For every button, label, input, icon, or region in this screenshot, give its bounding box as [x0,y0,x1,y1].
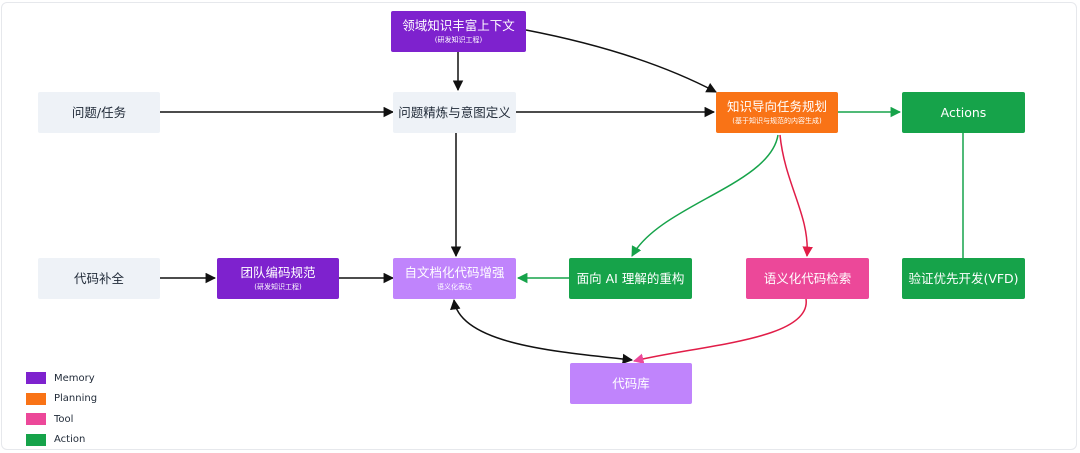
legend-item-tool: Tool [26,409,97,430]
node-problem-refine: 问题精炼与意图定义 [393,92,516,133]
edge-search-to-repo [632,298,807,364]
node-team-standards-subtitle: (研发知识工程) [254,283,302,292]
node-code-repo: 代码库 [570,363,692,404]
legend: Memory Planning Tool Action [26,368,97,450]
node-problem-task-title: 问题/任务 [71,105,127,120]
legend-item-memory: Memory [26,368,97,389]
edge-planning-to-refactor [631,134,779,257]
node-team-standards-title: 团队编码规范 [240,265,316,281]
legend-swatch-tool [26,413,46,426]
legend-swatch-memory [26,372,46,385]
legend-label-memory: Memory [54,372,95,384]
edge-selfdoc-repo-bidirectional [450,298,634,365]
node-semantic-search-title: 语义化代码检索 [763,271,852,286]
node-self-doc-code: 自文档化代码增强 语义化表达 [393,258,516,299]
node-vfd-title: 验证优先开发(VFD) [908,271,1019,286]
node-code-repo-title: 代码库 [612,376,650,391]
node-knowledge-planning-subtitle: (基于知识与规范的内容生成) [732,117,822,126]
node-vfd: 验证优先开发(VFD) [902,258,1025,299]
node-knowledge-planning: 知识导向任务规划 (基于知识与规范的内容生成) [716,92,838,133]
node-ai-refactor: 面向 AI 理解的重构 [569,258,692,299]
node-team-standards: 团队编码规范 (研发知识工程) [217,258,339,299]
node-problem-task: 问题/任务 [38,92,160,133]
node-domain-knowledge: 领域知识丰富上下文 (研发知识工程) [391,11,526,52]
legend-swatch-planning [26,392,46,405]
legend-label-planning: Planning [54,393,98,405]
node-ai-refactor-title: 面向 AI 理解的重构 [576,271,685,286]
node-problem-refine-title: 问题精炼与意图定义 [398,105,511,120]
legend-swatch-action [26,433,46,446]
node-domain-knowledge-subtitle: (研发知识工程) [434,36,483,45]
legend-label-action: Action [54,434,86,446]
edge-planning-to-search [779,134,813,258]
node-code-completion-title: 代码补全 [73,271,124,286]
node-self-doc-code-subtitle: 语义化表达 [437,283,472,292]
legend-item-action: Action [26,430,97,451]
node-domain-knowledge-title: 领域知识丰富上下文 [402,18,515,34]
node-actions: Actions [902,92,1025,133]
node-semantic-search: 语义化代码检索 [746,258,869,299]
legend-item-planning: Planning [26,389,97,410]
node-actions-title: Actions [940,105,987,120]
node-knowledge-planning-title: 知识导向任务规划 [726,99,827,115]
node-code-completion: 代码补全 [38,258,160,299]
node-self-doc-code-title: 自文档化代码增强 [404,265,505,281]
legend-label-tool: Tool [54,413,74,425]
edge-domain-to-planning [525,29,717,93]
